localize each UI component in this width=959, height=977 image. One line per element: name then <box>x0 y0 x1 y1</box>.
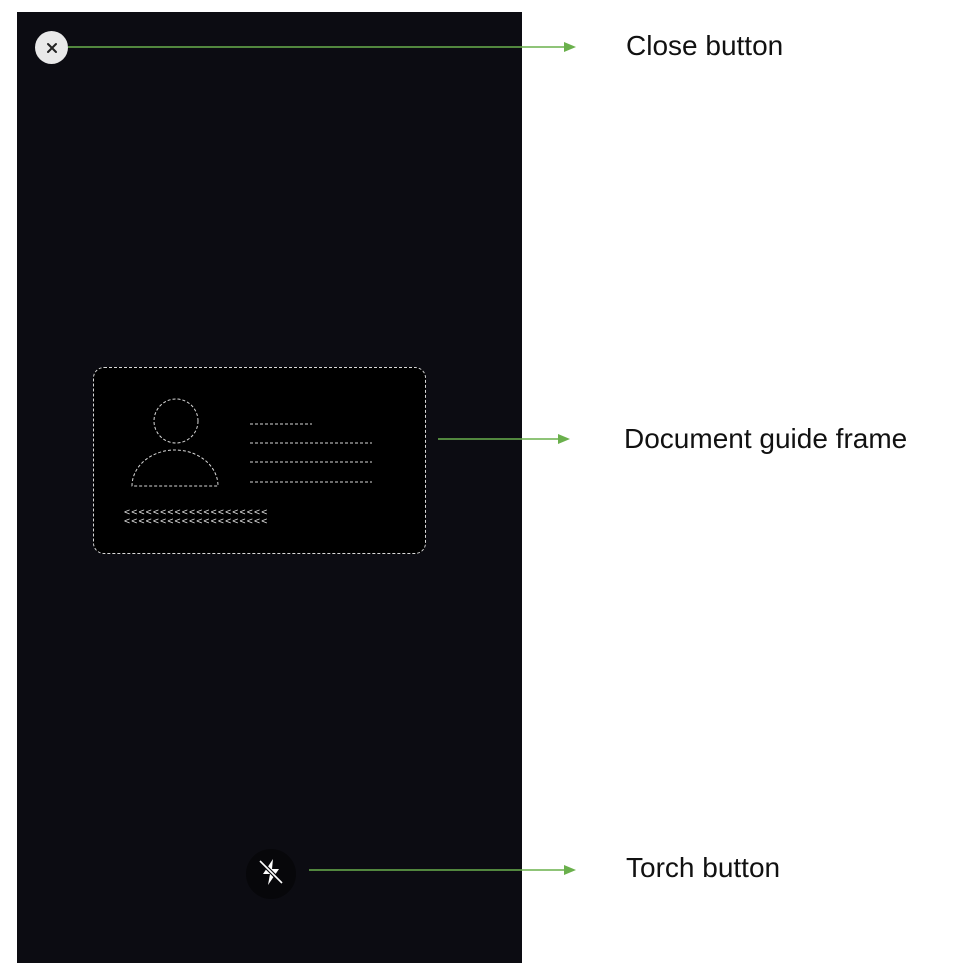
torch-callout-arrow <box>309 865 576 875</box>
document-guide-frame: <<<<<<<<<<<<<<<<<<<< <<<<<<<<<<<<<<<<<<<… <box>93 367 426 554</box>
close-icon <box>46 42 58 54</box>
mrz-placeholder: <<<<<<<<<<<<<<<<<<<< <<<<<<<<<<<<<<<<<<<… <box>124 508 269 526</box>
close-button-label: Close button <box>626 30 784 61</box>
close-button[interactable] <box>35 31 68 64</box>
close-callout-arrow <box>68 42 576 52</box>
document-guide-label: Document guide frame <box>624 423 908 454</box>
id-card-outline-icon <box>131 398 372 487</box>
torch-button-label: Torch button <box>626 852 781 883</box>
camera-preview-screen: <<<<<<<<<<<<<<<<<<<< <<<<<<<<<<<<<<<<<<<… <box>17 12 522 963</box>
document-callout-arrow <box>438 434 570 444</box>
torch-button[interactable] <box>246 849 296 899</box>
flash-off-icon <box>255 856 287 893</box>
